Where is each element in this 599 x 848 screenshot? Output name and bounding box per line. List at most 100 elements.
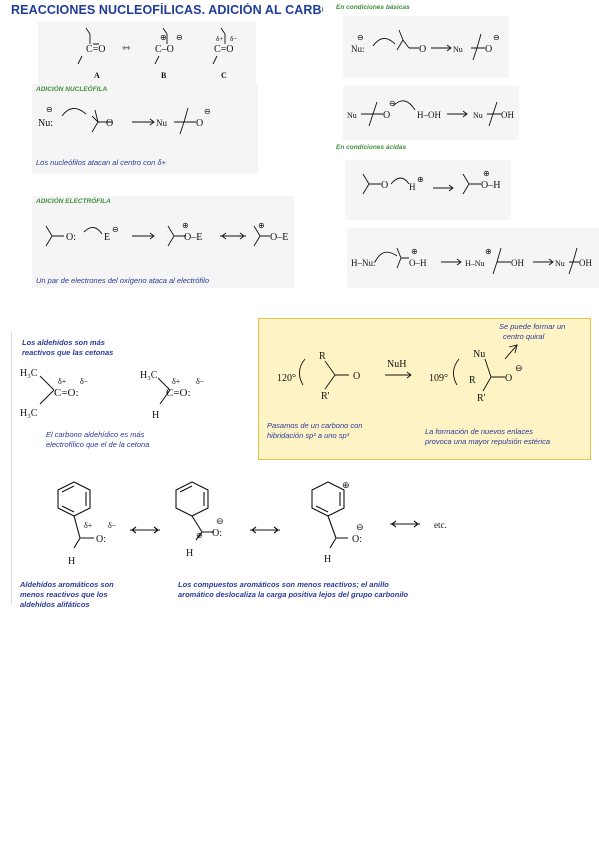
svg-text:⊖: ⊖ (46, 105, 53, 114)
svg-text:O–E: O–E (184, 232, 202, 243)
svg-text:R: R (319, 351, 326, 362)
svg-text:C–O: C–O (155, 44, 174, 55)
svg-text:δ−: δ− (80, 377, 89, 386)
svg-text:O–H: O–H (481, 180, 500, 191)
svg-text:R': R' (477, 393, 486, 404)
svg-text:H₃C: H₃C (20, 408, 38, 419)
label-b: B (161, 71, 167, 80)
carbon-caption-line1: El carbono aldehídico es más (46, 430, 145, 439)
hybrid-caption-line1: Pasamos de un carbono con (267, 421, 363, 430)
svg-text:⊖: ⊖ (356, 522, 364, 532)
carbon-caption-line2: electrofílico que el de la cetona (46, 440, 150, 449)
svg-text:δ+: δ+ (58, 377, 67, 386)
svg-text:O: O (419, 44, 426, 55)
svg-text:O: O (383, 110, 390, 121)
svg-text:⊕: ⊕ (485, 247, 492, 256)
aromatic-right-caption-line2: aromático deslocaliza la carga positiva … (178, 590, 409, 599)
svg-text:Nu:: Nu: (351, 44, 365, 54)
svg-text:δ−: δ− (230, 35, 237, 43)
steric-caption-line1: La formación de nuevos enlaces (425, 427, 533, 436)
svg-text:R: R (469, 375, 476, 386)
resonance-structures-figure: C=O ⇿ C–O ⊕ ⊖ C=O δ+ δ− A B C (77, 27, 237, 80)
svg-text:O: O (381, 180, 388, 191)
aldehydes-caption-line1: Los aldehídos son más (22, 338, 105, 347)
angle-after: 109° (429, 373, 448, 384)
svg-text:H: H (152, 410, 159, 421)
basic-step1-panel: Nu: ⊖ O Nu O ⊖ (343, 16, 509, 78)
svg-text:⊕: ⊕ (483, 169, 490, 178)
divider-line (11, 332, 12, 604)
svg-text:δ+: δ+ (216, 35, 223, 43)
hybridization-figure: 120° R R' O NuH 109° Nu R R' O ⊖ (277, 344, 523, 404)
basic-step2-figure: Nu O ⊖ H–OH Nu OH (347, 99, 514, 127)
svg-text:δ+: δ+ (84, 521, 93, 530)
svg-text:O: O (196, 118, 203, 129)
svg-text:⊕: ⊕ (182, 221, 189, 230)
svg-text:⊖: ⊖ (112, 225, 119, 234)
svg-text:Nu: Nu (473, 111, 483, 120)
svg-text:O:: O: (212, 528, 222, 539)
svg-text:⊕: ⊕ (196, 531, 203, 540)
svg-text:H–Nu: H–Nu (465, 259, 485, 268)
svg-text:Nu:: Nu: (38, 118, 53, 129)
svg-text:E: E (104, 232, 110, 243)
hybrid-caption-line2: hibridación sp² a uno sp³ (267, 431, 350, 440)
svg-text:R': R' (321, 391, 330, 402)
acid-step1-panel: O H ⊕ O–H ⊕ (345, 160, 511, 220)
page-title: REACCIONES NUCLEOFÍLICAS. ADICIÓN AL CAR… (11, 3, 323, 17)
svg-text:C=O:: C=O: (54, 387, 79, 399)
basic-step1-figure: Nu: ⊖ O Nu O ⊖ (351, 29, 500, 61)
nucleophilic-figure: Nu: ⊖ O Nu O ⊖ (38, 105, 211, 135)
angle-before: 120° (277, 373, 296, 384)
svg-text:H₃C: H₃C (140, 370, 158, 381)
electrophilic-heading: ADICIÓN ELECTRÓFILA (36, 198, 111, 205)
chiral-note-line1: Se puede formar un (499, 322, 566, 331)
svg-text:δ−: δ− (196, 377, 205, 386)
svg-text:O:: O: (66, 232, 76, 243)
ketone-aldehyde-figure: H₃C H₃C C=O: δ+ δ− H₃C C=O: δ+ δ− H (20, 368, 205, 421)
resonance-panel: C=O ⇿ C–O ⊕ ⊖ C=O δ+ δ− A B C (38, 22, 256, 84)
svg-text:OH: OH (511, 258, 524, 268)
svg-text:H: H (409, 182, 416, 192)
svg-text:O: O (485, 44, 492, 55)
svg-text:O–H: O–H (409, 258, 427, 268)
electrophilic-figure: O: E ⊖ O–E ⊕ O–E ⊕ (45, 221, 288, 247)
nucleophilic-panel: ADICIÓN NUCLEÓFILA Nu: ⊖ O Nu O ⊖ Los nu… (32, 84, 258, 174)
svg-text:O:: O: (96, 534, 106, 545)
electrophilic-panel: ADICIÓN ELECTRÓFILA O: E ⊖ O–E ⊕ O–E ⊕ U… (32, 196, 294, 288)
svg-text:Nu: Nu (156, 118, 167, 128)
svg-text:⊕: ⊕ (411, 247, 418, 256)
svg-text:Nu: Nu (453, 45, 463, 54)
svg-text:H: H (186, 548, 193, 559)
svg-text:δ−: δ− (108, 521, 117, 530)
svg-text:H: H (324, 554, 331, 565)
hybridization-box: Se puede formar un centro quiral 120° R … (258, 318, 591, 460)
svg-text:C=O: C=O (214, 44, 234, 55)
svg-text:⊖: ⊖ (493, 33, 500, 42)
etc-label: etc. (434, 520, 447, 530)
svg-text:⊖: ⊖ (204, 107, 211, 116)
svg-text:⊕: ⊕ (342, 480, 350, 490)
svg-text:Nu: Nu (347, 111, 357, 120)
svg-text:⊕: ⊕ (417, 175, 424, 184)
aromatic-resonance-figure: δ+ δ− O: H O: ⊖ ⊕ H O: ⊖ ⊕ H etc. (57, 480, 447, 567)
svg-text:⊖: ⊖ (389, 99, 396, 108)
svg-text:Nu: Nu (555, 259, 565, 268)
svg-text:⇿: ⇿ (122, 43, 131, 54)
svg-text:H₃C: H₃C (20, 368, 38, 379)
svg-text:H–OH: H–OH (417, 110, 441, 120)
svg-text:⊖: ⊖ (357, 33, 364, 42)
svg-text:⊖: ⊖ (216, 516, 224, 526)
svg-text:OH: OH (579, 258, 592, 268)
svg-text:O: O (106, 118, 113, 129)
aromatic-left-caption-line1: Aldehídos aromáticos son (20, 580, 114, 589)
basic-step2-panel: Nu O ⊖ H–OH Nu OH (343, 86, 519, 140)
acid-step1-figure: O H ⊕ O–H ⊕ (362, 169, 500, 195)
aldehydes-caption-line2: reactivos que las cetonas (22, 348, 114, 357)
svg-text:⊕: ⊕ (160, 33, 167, 42)
svg-text:⊖: ⊖ (515, 363, 523, 373)
svg-text:OH: OH (501, 110, 514, 120)
aromatic-right-caption-line1: Los compuestos aromáticos son menos reac… (178, 580, 389, 589)
svg-text:⊕: ⊕ (258, 221, 265, 230)
svg-text:H: H (68, 556, 75, 567)
